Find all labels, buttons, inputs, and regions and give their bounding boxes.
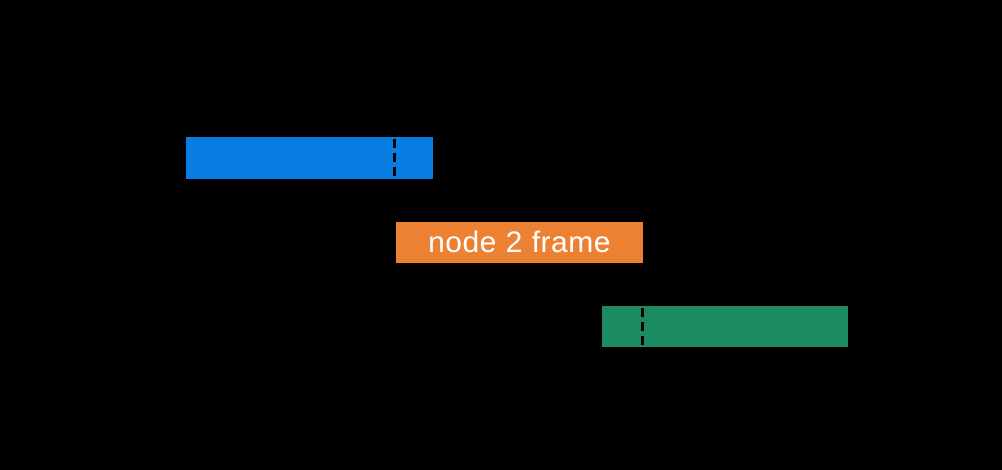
- node-3-frame-bar: [602, 306, 848, 347]
- node-2-frame-bar: node 2 frame: [396, 222, 643, 263]
- frame-boundary-dashed-line: [393, 139, 396, 177]
- frame-boundary-dashed-line: [641, 308, 644, 345]
- node-1-frame-bar: [186, 137, 433, 179]
- node-2-frame-label: node 2 frame: [428, 225, 611, 259]
